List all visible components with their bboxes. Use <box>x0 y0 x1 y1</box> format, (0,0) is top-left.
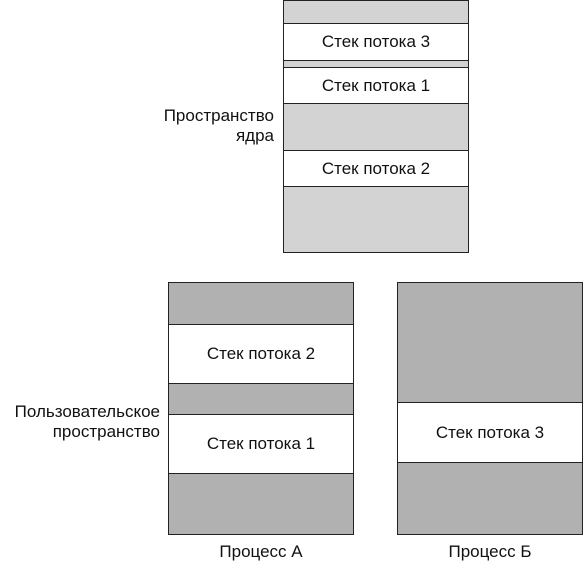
process-a-thread1-stack: Стек потока 1 <box>169 414 353 473</box>
process-a-free-region <box>169 283 353 324</box>
kernel-free-region <box>284 186 468 252</box>
process-b-thread3-stack-label: Стек потока 3 <box>435 422 545 442</box>
kernel-free-region <box>284 103 468 150</box>
kernel-thread1-stack-label: Стек потока 1 <box>321 75 431 95</box>
process-a-caption: Процесс А <box>219 542 303 561</box>
process-a-thread2-stack-label: Стек потока 2 <box>206 344 316 363</box>
process-a-thread2-stack: Стек потока 2 <box>169 324 353 383</box>
kernel-thread2-stack: Стек потока 2 <box>284 150 468 186</box>
kernel-thread3-stack-label: Стек потока 3 <box>321 32 431 51</box>
kernel-space-label: Пространство ядра <box>140 106 274 146</box>
user-space-label-line2: пространство <box>52 422 160 441</box>
kernel-thread1-stack: Стек потока 1 <box>284 67 468 103</box>
user-space-label-line1: Пользовательское <box>14 402 160 421</box>
process-a-free-region <box>169 383 353 414</box>
kernel-space-label-line1: Пространство <box>163 106 274 125</box>
kernel-free-region <box>284 60 468 67</box>
process-b-caption: Процесс Б <box>448 542 532 561</box>
process-b-block: Стек потока 3 <box>397 282 583 535</box>
process-b-thread3-stack: Стек потока 3 <box>398 402 582 462</box>
user-space-label: Пользовательское пространство <box>0 402 160 442</box>
kernel-space-label-line2: ядра <box>235 126 274 145</box>
process-b-free-region <box>398 283 582 402</box>
kernel-thread2-stack-label: Стек потока 2 <box>321 158 431 178</box>
kernel-thread3-stack: Стек потока 3 <box>284 23 468 60</box>
process-a-thread1-stack-label: Стек потока 1 <box>206 434 316 453</box>
process-b-free-region <box>398 462 582 534</box>
process-a-block: Стек потока 2 Стек потока 1 <box>168 282 354 535</box>
kernel-space-block: Стек потока 3 Стек потока 1 Стек потока … <box>283 0 469 253</box>
kernel-free-region <box>284 1 468 23</box>
process-a-free-region <box>169 473 353 534</box>
